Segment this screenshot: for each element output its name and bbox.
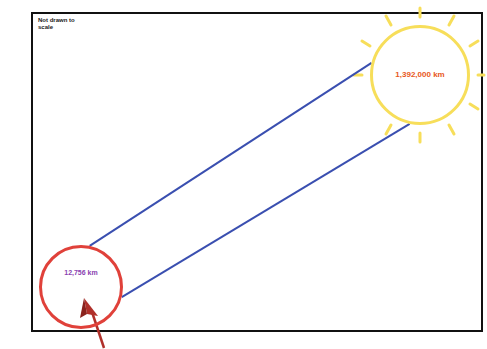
sight-line xyxy=(90,63,372,246)
sun-rays xyxy=(354,8,484,142)
node-text: 12,756 km xyxy=(64,269,97,277)
frame xyxy=(32,13,482,331)
sight-line xyxy=(122,124,410,297)
note-label: Not drawn to scale xyxy=(38,17,82,31)
sun-circle: 1,392,000 km xyxy=(370,25,470,125)
pointer-arrow xyxy=(80,298,104,348)
earth-circle: 12,756 km xyxy=(39,245,123,329)
node-text: 1,392,000 km xyxy=(395,71,444,80)
